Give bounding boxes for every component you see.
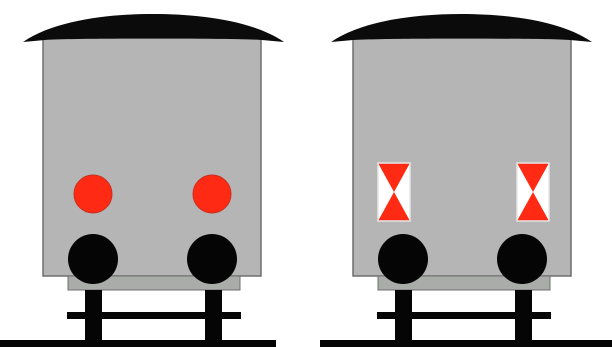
left-wagon-wheel-left bbox=[68, 234, 118, 284]
left-wagon bbox=[0, 14, 284, 347]
right-wagon-crossbar bbox=[377, 312, 551, 319]
left-wagon-rail bbox=[0, 340, 276, 347]
right-wagon bbox=[320, 14, 612, 347]
right-wagon-tail-board-right bbox=[517, 163, 549, 221]
left-wagon-wheel-right bbox=[187, 234, 237, 284]
right-wagon-rail bbox=[320, 340, 612, 347]
right-wagon-roof bbox=[331, 14, 592, 42]
left-wagon-red-lamp-right bbox=[193, 175, 231, 213]
right-wagon-wheel-right bbox=[497, 234, 547, 284]
right-wagon-wheel-left bbox=[378, 234, 428, 284]
left-wagon-roof bbox=[23, 14, 284, 42]
right-wagon-tail-board-left bbox=[378, 163, 410, 221]
left-wagon-red-lamp-left bbox=[74, 175, 112, 213]
left-wagon-crossbar bbox=[67, 312, 241, 319]
